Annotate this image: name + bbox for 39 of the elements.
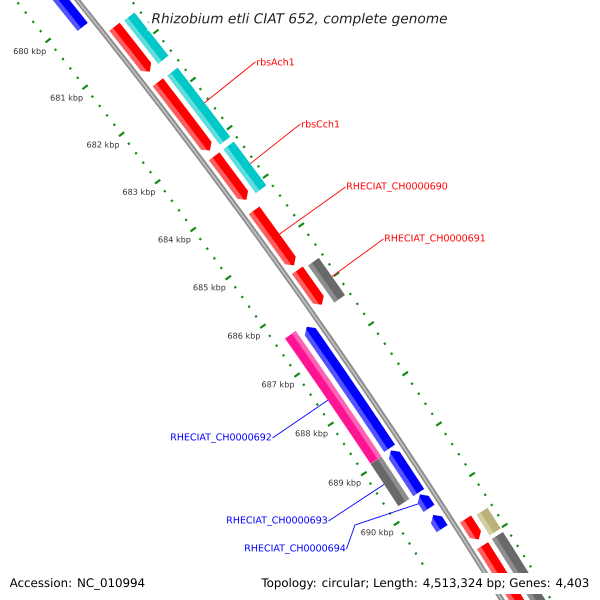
gene-block	[109, 22, 152, 72]
gene-block	[152, 78, 212, 151]
tick-label: 688 kbp	[296, 430, 328, 438]
gene-block	[209, 152, 248, 200]
gene-label: RHECIAT_CH0000691	[385, 234, 485, 244]
gene-label: rbsAch1	[257, 58, 294, 66]
leader-line	[332, 238, 384, 277]
leader-line	[328, 484, 385, 522]
gene-block	[248, 206, 296, 266]
tick-label: 685 kbp	[194, 284, 226, 292]
gene-label: RHECIAT_CH0000694	[245, 544, 346, 554]
gene-bar	[52, 0, 88, 31]
leader-line	[346, 503, 419, 550]
tick-label: 689 kbp	[328, 479, 361, 488]
tick-label: 686 kbp	[228, 332, 260, 340]
tick-label: 683 kbp	[123, 188, 155, 196]
tick-label: 687 kbp	[262, 381, 294, 389]
gene-block	[460, 515, 481, 540]
gene-block	[292, 266, 324, 305]
map-title: Rhizobium etli CIAT 652, complete genome	[152, 12, 447, 26]
leader-line	[250, 123, 301, 164]
tick-label: 681 kbp	[50, 94, 83, 102]
tick-label: 682 kbp	[87, 141, 120, 150]
gene-label: RHECIAT_CH0000690	[347, 182, 448, 192]
tick-label: 690 kbp	[361, 529, 394, 537]
gene-label: RHECIAT_CH0000692	[171, 433, 271, 443]
gene-label: rbsCch1	[302, 120, 340, 128]
gene-bar	[476, 508, 501, 536]
gene-bar	[370, 456, 410, 506]
gene-block	[431, 514, 448, 532]
footer-text: Topology: circular; Length: 4,513,324 bp; Genes: 4,403	[261, 578, 588, 590]
leader-line	[279, 186, 346, 235]
gene-block	[418, 494, 434, 512]
leader-line	[272, 400, 328, 438]
tick-label: 684 kbp	[158, 236, 190, 244]
tick-label: 680 kbp	[14, 48, 46, 56]
gene-label: RHECIAT_CH0000693	[227, 516, 328, 526]
footer-text: Accession: NC_010994	[10, 578, 144, 590]
leader-line	[204, 61, 256, 104]
